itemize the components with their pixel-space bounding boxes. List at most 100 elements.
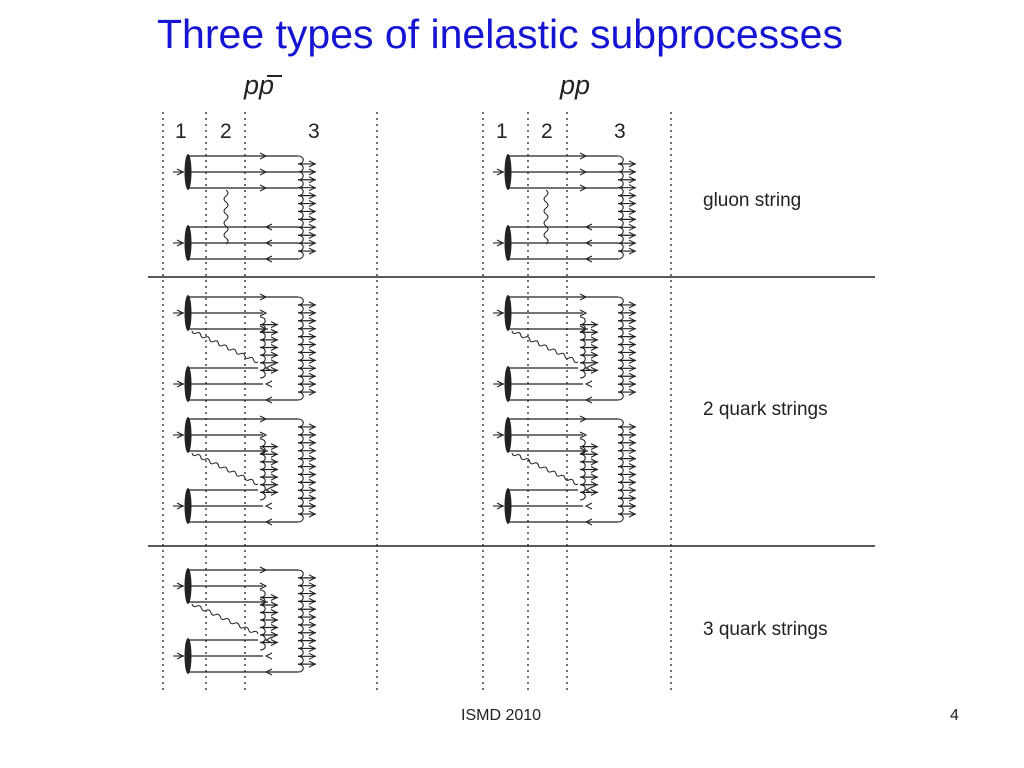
arrow-head (270, 458, 279, 466)
arrow-head (590, 466, 599, 473)
arrow-head (270, 466, 279, 473)
arrow-head (590, 351, 599, 359)
arrow-head (590, 328, 599, 336)
arrow-head (584, 396, 593, 404)
arrow-head (308, 160, 317, 168)
page-number: 4 (950, 707, 959, 724)
arrow-head (270, 344, 279, 351)
arrow-head (308, 613, 317, 621)
arrow-head (628, 510, 637, 518)
region-number-1-right: 1 (496, 120, 508, 143)
arrow-head (628, 317, 637, 325)
arrow-head (628, 388, 637, 396)
arrow-head (270, 601, 279, 609)
arrow-head (590, 336, 599, 344)
arrow-head (628, 478, 637, 486)
arrow-head (308, 470, 317, 478)
arrow-head (584, 255, 593, 263)
arrow-head (264, 380, 273, 388)
diagram-block (493, 152, 637, 263)
antiproton-overbar (267, 75, 282, 77)
arrow-head (308, 605, 317, 613)
arrow-head (590, 488, 599, 496)
arrow-head (579, 184, 588, 192)
arrow-head (628, 439, 637, 447)
arrow-head (496, 239, 505, 247)
arrow-head (579, 168, 588, 176)
arrow-head (308, 168, 317, 176)
arrow-head (308, 629, 317, 637)
arrow-head (308, 447, 317, 455)
arrow-head (270, 488, 279, 496)
arrow-head (308, 309, 317, 317)
arrow-head (270, 481, 279, 489)
arrow-head (308, 637, 317, 645)
arrow-head (628, 223, 637, 231)
arrow-head (628, 470, 637, 478)
diagram-block (173, 566, 317, 676)
diagram-block (493, 415, 637, 526)
arrow-head (628, 502, 637, 510)
arrow-head (628, 423, 637, 431)
arrow-head (259, 309, 268, 317)
diagram-panels (173, 152, 637, 676)
arrow-head (628, 455, 637, 463)
arrow-head (584, 380, 593, 388)
arrow-head (308, 574, 317, 582)
column-header-pp: pp (560, 70, 590, 101)
row-label-gluon-string: gluon string (703, 190, 802, 211)
region-number-1-left: 1 (175, 120, 187, 143)
arrow-head (628, 200, 637, 208)
arrow-head (308, 590, 317, 598)
diagram-block (173, 415, 317, 526)
arrow-head (308, 431, 317, 439)
arrow-head (628, 160, 637, 168)
arrow-head (308, 231, 317, 239)
arrow-head (628, 176, 637, 184)
arrow-head (628, 247, 637, 255)
arrow-head (579, 152, 588, 160)
arrow-head (628, 486, 637, 494)
gluon-exchange (191, 603, 259, 635)
arrow-head (259, 582, 268, 590)
footer-conference: ISMD 2010 (461, 707, 542, 724)
arrow-head (308, 597, 317, 605)
region-number-2-left: 2 (220, 120, 232, 143)
arrow-head (628, 380, 637, 388)
arrow-head (628, 447, 637, 455)
arrow-head (590, 481, 599, 489)
arrow-head (259, 168, 268, 176)
arrow-head (264, 223, 273, 231)
arrow-head (270, 336, 279, 344)
arrow-head (176, 431, 185, 439)
arrow-head (270, 443, 279, 451)
arrow-head (628, 333, 637, 341)
arrow-head (259, 566, 268, 574)
gluon-exchange (511, 452, 579, 486)
arrow-head (308, 439, 317, 447)
arrow-head (259, 447, 268, 455)
arrow-head (176, 168, 185, 176)
arrow-head (584, 502, 593, 510)
arrow-head (259, 598, 268, 606)
arrow-head (584, 518, 593, 526)
gluon-exchange (543, 189, 549, 245)
diagram-block (493, 293, 637, 404)
arrow-head (259, 415, 268, 423)
arrow-head (628, 364, 637, 372)
region-number-2-right: 2 (541, 120, 553, 143)
arrow-head (270, 624, 279, 631)
arrow-head (308, 582, 317, 590)
arrow-head (264, 255, 273, 263)
arrow-head (270, 359, 279, 367)
arrow-head (579, 447, 588, 455)
arrow-head (264, 239, 273, 247)
arrow-head (308, 247, 317, 255)
arrow-head (259, 431, 268, 439)
arrow-head (628, 356, 637, 364)
arrow-head (628, 348, 637, 356)
row-label-2-quark-strings: 2 quark strings (703, 399, 828, 420)
figure-dividers (148, 112, 875, 693)
row-label-3-quark-strings: 3 quark strings (703, 619, 828, 640)
arrow-head (308, 215, 317, 223)
